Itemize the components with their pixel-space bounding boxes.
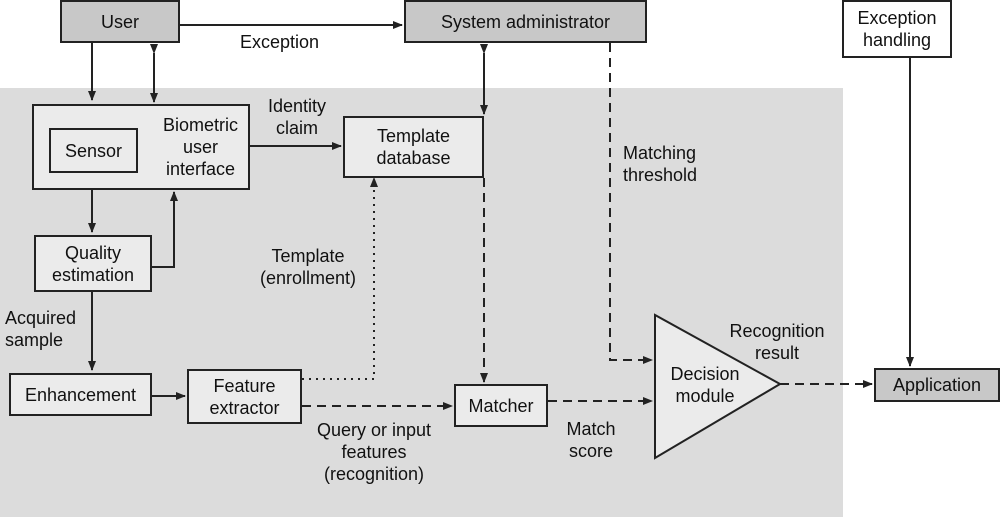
biometric-ui-node: Biometric user interface xyxy=(32,104,250,190)
exception-label: Exception xyxy=(240,32,320,52)
recognition-result-label: Recognition result xyxy=(729,321,825,363)
exception-handling-node: Exception handling xyxy=(842,0,952,58)
biometric-ui-label: Biometric user interface xyxy=(162,115,238,179)
template-enrollment-label: Template (enrollment) xyxy=(259,246,357,288)
decision-module-label: Decision module xyxy=(670,364,740,406)
user-node: User xyxy=(60,0,180,43)
arrow-admin-decision xyxy=(609,43,653,364)
matching-threshold-label: Matching threshold xyxy=(623,143,698,185)
acquired-sample-label: Acquired sample xyxy=(5,308,77,350)
feature-extractor-node: Feature extractor xyxy=(187,369,302,424)
quality-estimation-node: Quality estimation xyxy=(34,235,152,292)
sensor-node: Sensor xyxy=(49,128,138,173)
matcher-node: Matcher xyxy=(454,384,548,427)
application-node: Application xyxy=(874,368,1000,402)
match-score-label: Match score xyxy=(566,419,616,461)
identity-claim-label: Identity claim xyxy=(267,96,327,138)
template-db-node: Template database xyxy=(343,116,484,178)
system-admin-node: System administrator xyxy=(404,0,647,43)
arrow-extractor-db xyxy=(302,177,378,380)
query-features-label: Query or input features (recognition) xyxy=(316,420,432,484)
enhancement-node: Enhancement xyxy=(9,373,152,416)
arrow-quality-ui xyxy=(152,191,178,268)
decision-module-shape xyxy=(654,313,783,460)
